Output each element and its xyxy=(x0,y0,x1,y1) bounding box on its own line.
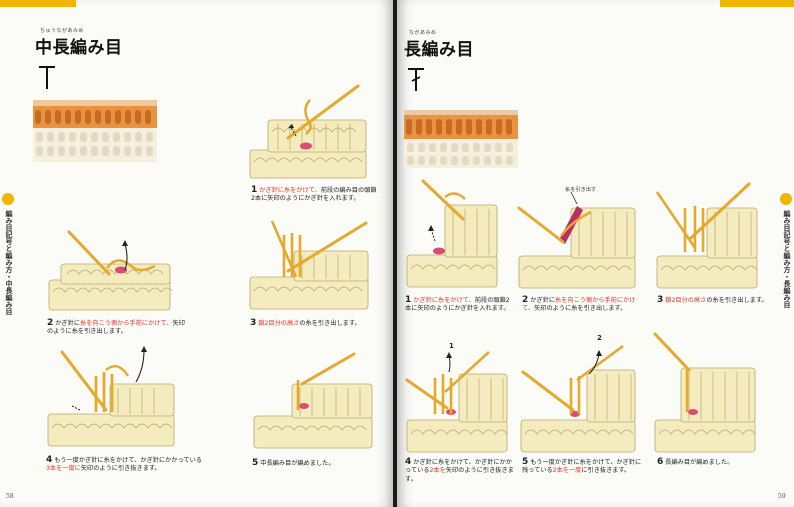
right-section-marker xyxy=(780,193,792,205)
step-highlight: 2本を一度 xyxy=(552,467,582,475)
right-side-label: 編み目記号と編み方・長編み目 xyxy=(783,210,791,308)
step-text: もう一度かぎ針に糸をかけて、かぎ針にかかっている xyxy=(54,457,202,464)
step-highlight: 鎖2目分の高さ xyxy=(258,320,300,327)
step-text-2: 矢印のように引き抜きます。 xyxy=(80,465,161,473)
hdc-step3-illustration xyxy=(248,215,370,313)
right-page: ながあみめ 長編み目 xyxy=(397,0,794,507)
left-page: ちゅうながあみめ 中長編み目 xyxy=(0,0,393,507)
dc-step5-illustration xyxy=(519,344,637,454)
step-text-2: 矢印のように糸を引き出します。 xyxy=(534,305,627,313)
step-number: 5 xyxy=(522,457,529,467)
step-number: 4 xyxy=(405,457,412,467)
step-text: かぎ針に xyxy=(530,297,556,304)
hdc-symbol-icon xyxy=(36,64,58,90)
arrow-label-2: 2 xyxy=(597,334,602,342)
step-highlight: 3本を一度に xyxy=(46,465,81,473)
step-text: 前段の編み目の頭鎖2本に矢印のようにかぎ針を入れます。 xyxy=(251,187,377,203)
step-number: 1 xyxy=(405,295,412,305)
dc-step1-illustration xyxy=(405,175,499,290)
left-side-label: 編み目記号と編み方・中長編み目 xyxy=(5,210,13,315)
step-highlight: 糸を向こう側から手前にかけて、 xyxy=(522,297,636,313)
step-number: 5 xyxy=(252,458,259,468)
right-page-number: 59 xyxy=(778,493,786,500)
step-text-2: 矢印のように引き抜きます。 xyxy=(405,467,514,483)
dc-swatch-photo xyxy=(404,110,518,168)
step-text: かぎ針に糸をかけて、かぎ針にかかっている xyxy=(405,459,512,475)
hdc-step5-illustration xyxy=(252,350,374,450)
step-highlight: 2本を xyxy=(429,467,446,475)
step-text: の糸を引き出します。 xyxy=(706,297,768,304)
dc-step6-illustration xyxy=(653,330,757,454)
dc-step2-illustration xyxy=(517,190,637,290)
dc-symbol-icon xyxy=(405,66,427,92)
step-text: 長編み目が編めました。 xyxy=(665,459,734,466)
pull-yarn-callout: 糸を引き出す xyxy=(565,187,597,193)
step-number: 2 xyxy=(47,318,54,328)
left-top-tab xyxy=(0,0,76,7)
step-text: もう一度かぎ針に糸をかけて、かぎ針に残っている xyxy=(522,459,642,475)
step-number: 3 xyxy=(657,295,664,305)
step-text-2: に引き抜きます。 xyxy=(581,467,631,475)
step-highlight: 鎖2目分の高さ xyxy=(665,297,707,304)
right-page-title: 長編み目 xyxy=(404,40,474,60)
hdc-step1-illustration xyxy=(248,80,368,182)
step-highlight: かぎ針に糸をかけて、 xyxy=(259,187,321,194)
step-highlight: かぎ針に糸をかけて、 xyxy=(413,297,475,304)
left-section-marker xyxy=(2,193,14,205)
dc-step4-illustration xyxy=(405,350,509,454)
step-number: 1 xyxy=(251,185,258,195)
step-text: の糸を引き出します。 xyxy=(299,320,361,327)
step-number: 2 xyxy=(522,295,529,305)
hdc-swatch-photo xyxy=(33,100,157,162)
left-title-ruby: ちゅうながあみめ xyxy=(40,28,85,34)
step-number: 3 xyxy=(250,318,257,328)
hdc-step2-illustration xyxy=(47,230,172,312)
hdc-step4-illustration xyxy=(46,340,176,450)
step-number: 6 xyxy=(657,457,664,467)
left-page-number: 58 xyxy=(6,493,14,500)
step-text: 前段の頭鎖2本に矢印のようにかぎ針を入れます。 xyxy=(405,297,510,313)
right-title-ruby: ながあみめ xyxy=(409,30,437,36)
left-page-title: 中長編み目 xyxy=(35,38,123,58)
step-text: 中長編み目が編めました。 xyxy=(260,460,335,467)
right-top-tab xyxy=(720,0,794,7)
step-text-2: 矢印のように糸を引き出します。 xyxy=(47,320,185,336)
step-text: かぎ針に xyxy=(55,320,81,327)
step-number: 4 xyxy=(46,455,53,465)
dc-step3-illustration xyxy=(655,178,759,290)
arrow-label-1: 1 xyxy=(449,342,454,350)
step-highlight: 糸を向こう側から手前にかけて、 xyxy=(80,320,173,327)
